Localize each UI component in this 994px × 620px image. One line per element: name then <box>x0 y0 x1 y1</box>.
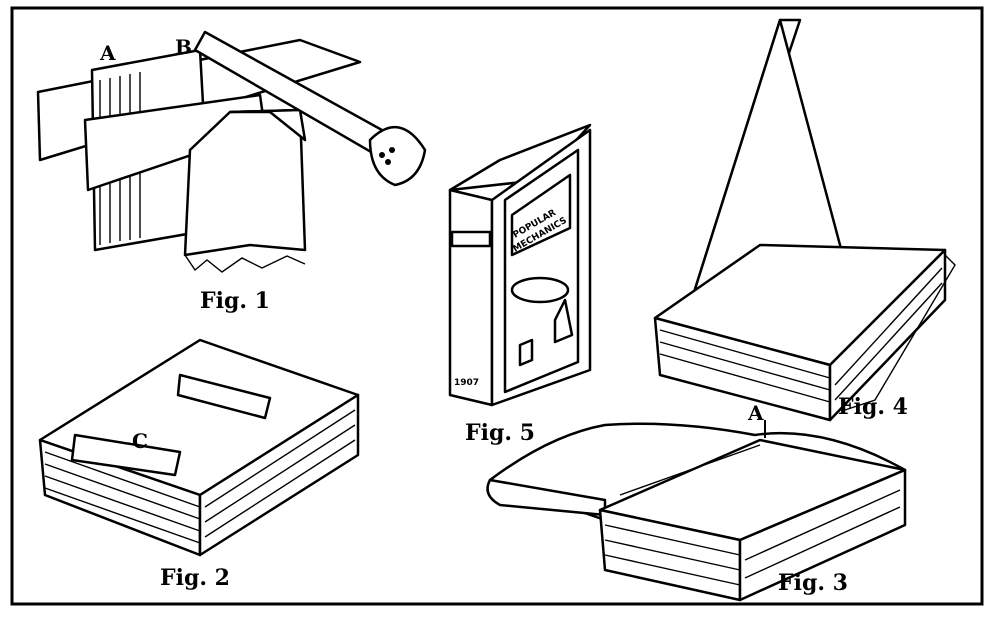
fig5-label: Fig. 5 <box>465 420 535 446</box>
fig3-lining-paper-drawing: A Fig. 3 <box>486 401 907 602</box>
fig5-finished-book-drawing: POPULAR MECHANICS 1907 Fig. 5 <box>448 123 592 446</box>
fig1-label: Fig. 1 <box>200 288 270 314</box>
fig1-saw-clamp-drawing: A B Fig. 1 <box>36 30 427 314</box>
fig1-marker-a: A <box>99 41 116 65</box>
fig2-book-drawing: C Fig. 2 <box>38 338 360 591</box>
fig2-label: Fig. 2 <box>160 565 230 591</box>
fig5-spine-year: 1907 <box>454 378 479 388</box>
fig1-marker-b: B <box>175 35 192 59</box>
fig3-label: Fig. 3 <box>778 570 848 596</box>
fig2-marker-c: C <box>132 429 148 453</box>
fig4-open-cover-drawing: Fig. 4 <box>653 18 956 422</box>
fig3-marker-a: A <box>747 401 764 425</box>
fig4-label: Fig. 4 <box>838 394 908 420</box>
